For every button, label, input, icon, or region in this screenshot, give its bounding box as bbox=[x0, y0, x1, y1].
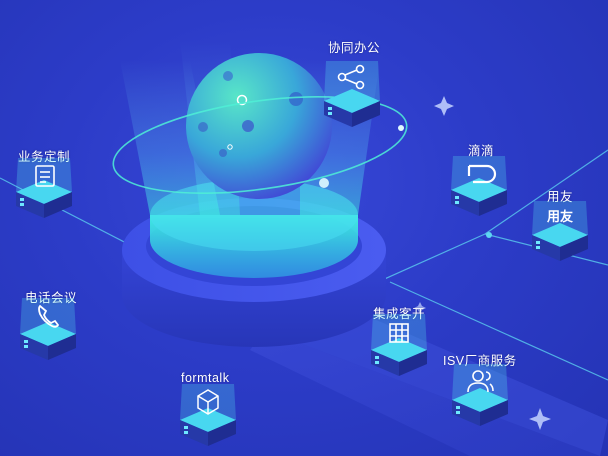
planet bbox=[186, 53, 332, 199]
node-label-phone-meeting: 电话会议 bbox=[25, 291, 78, 305]
node-label-didi: 滴滴 bbox=[468, 144, 495, 158]
node-label-collab-office: 协同办公 bbox=[328, 41, 381, 55]
node-label-formtalk: formtalk bbox=[181, 371, 230, 385]
share-icon bbox=[337, 64, 365, 90]
node-label-integration: 集成客开 bbox=[373, 307, 426, 321]
cube-icon bbox=[197, 389, 219, 415]
node-label-isv: ISV厂商服务 bbox=[443, 354, 517, 368]
yonyou-logo-icon: 用友 bbox=[546, 209, 573, 225]
phone-icon bbox=[38, 304, 60, 328]
users-icon bbox=[467, 370, 494, 393]
node-phone-meeting[interactable] bbox=[16, 292, 80, 366]
node-isv[interactable] bbox=[448, 358, 512, 432]
node-formtalk[interactable] bbox=[176, 378, 240, 452]
svg-text:用友: 用友 bbox=[546, 209, 573, 225]
document-icon bbox=[35, 165, 55, 187]
didi-logo-icon bbox=[467, 164, 497, 184]
node-yonyou[interactable]: 用友 bbox=[528, 195, 592, 269]
node-collab-office[interactable] bbox=[320, 55, 384, 129]
building-icon bbox=[389, 323, 409, 343]
node-label-yonyou: 用友 bbox=[547, 190, 574, 204]
node-didi[interactable] bbox=[447, 150, 511, 224]
node-custom-business[interactable] bbox=[12, 152, 76, 226]
node-label-custom-business: 业务定制 bbox=[18, 150, 71, 164]
node-integration[interactable] bbox=[367, 308, 431, 382]
